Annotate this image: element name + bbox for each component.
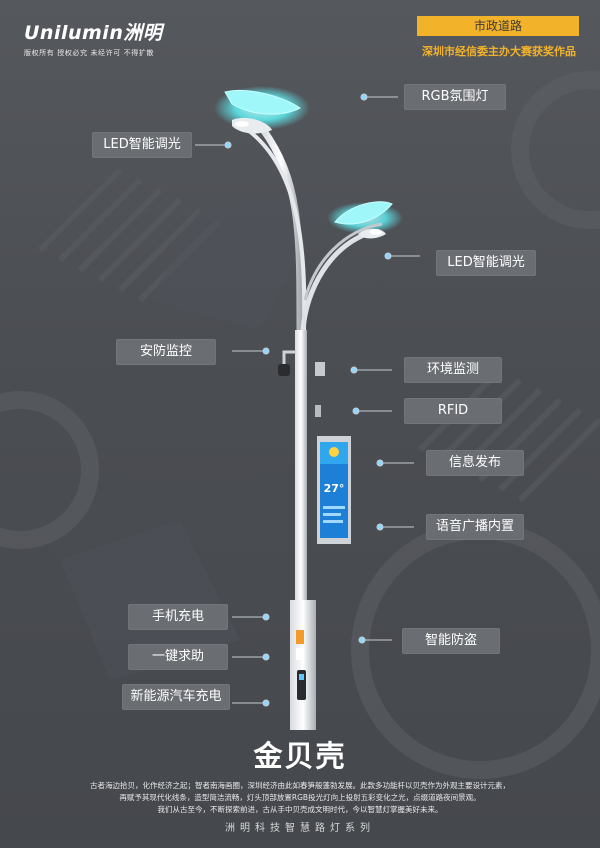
product-description: 古者海边拾贝，化作经济之起；智者南海画圈，深圳经济由此如春笋般蓬勃发展。此款多功…: [40, 780, 560, 816]
series-footer: 洲明科技智慧路灯系列: [225, 823, 375, 834]
brand-logo: Unilumin洲明 版权所有 授权必究 未经许可 不得扩散: [24, 18, 162, 58]
product-title: 金贝壳: [253, 739, 347, 773]
camera-icon: [278, 364, 290, 376]
description-line: 古者海边拾贝，化作经济之起；智者南海画圈，深圳经济由此如春笋般蓬勃发展。此款多功…: [90, 781, 510, 790]
callout-anti-theft: 智能防盗: [402, 628, 500, 654]
callout-sos: 一键求助: [128, 644, 228, 670]
award-text: 深圳市经信委主办大赛获奖作品: [422, 45, 576, 58]
callout-phone-charging: 手机充电: [128, 604, 228, 630]
callout-led-dimming-left: LED智能调光: [92, 132, 192, 158]
rfid-module: [315, 405, 321, 417]
callout-env-monitor: 环境监测: [404, 357, 502, 383]
display-temperature: 27°: [324, 482, 345, 495]
callout-security: 安防监控: [116, 339, 216, 365]
env-sensor: [315, 362, 325, 376]
charge-port-orange: [296, 630, 304, 644]
description-line: 我们从古至今，不断探索前进，古从手中贝壳成文明时代，今以智慧灯掌握美好未来。: [157, 805, 443, 814]
callout-led-dimming-right: LED智能调光: [436, 250, 536, 276]
category-tag: 市政道路: [417, 16, 579, 36]
callout-voice-broadcast: 语音广播内置: [426, 514, 524, 540]
callout-rgb-ambient: RGB氛围灯: [404, 84, 506, 110]
rgb-lamp-head: [224, 89, 301, 115]
callout-rfid: RFID: [404, 398, 502, 424]
description-line: 再赋予其现代化线条，造型简洁流畅，灯头顶部放置RGB投光灯向上投射五彩变化之光，…: [119, 793, 481, 802]
logo-slogan: 版权所有 授权必究 未经许可 不得扩散: [24, 49, 155, 57]
callout-info-release: 信息发布: [426, 450, 524, 476]
logo-text: Unilumin洲明: [24, 22, 163, 44]
callout-ev-charging: 新能源汽车充电: [122, 684, 230, 710]
